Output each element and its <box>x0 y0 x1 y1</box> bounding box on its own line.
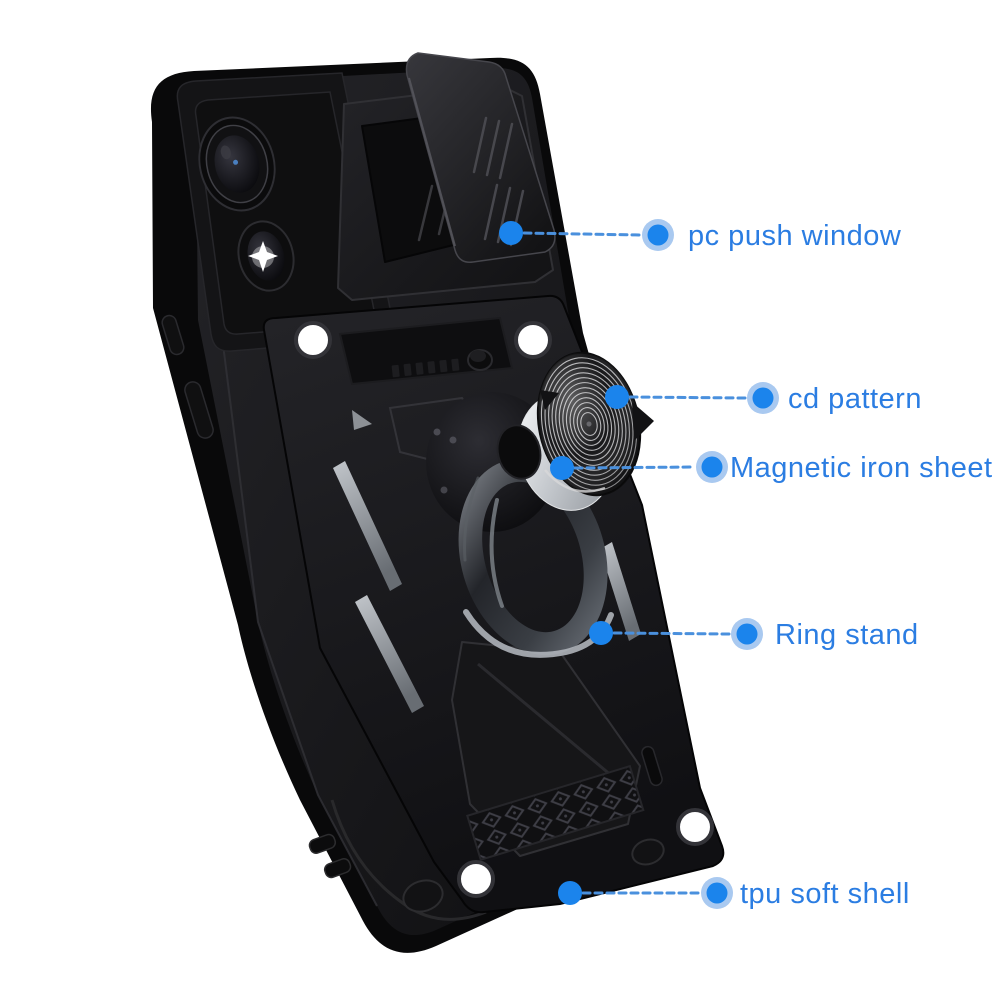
ring-left-highlight <box>489 498 504 608</box>
main-camera-lens <box>198 116 276 212</box>
callout-magnetic-iron-sheet: Magnetic iron sheet <box>550 451 993 484</box>
callout-ring-stand: Ring stand <box>589 618 919 651</box>
callout-label-ring-stand: Ring stand <box>775 619 919 651</box>
callout-label-magnetic-iron-sheet: Magnetic iron sheet <box>730 452 993 484</box>
callout-line <box>612 631 731 636</box>
anchor-dot-icon <box>558 881 582 905</box>
callout-line <box>628 395 747 400</box>
anchor-dot-icon <box>499 221 523 245</box>
label-dot-icon <box>706 882 728 904</box>
label-dot-icon <box>736 623 758 645</box>
callout-cd-pattern: cd pattern <box>605 382 922 415</box>
label-dot-icon <box>701 456 723 478</box>
callout-line <box>522 231 642 237</box>
disc-rim-light <box>544 469 606 493</box>
callout-tpu-soft-shell: tpu soft shell <box>558 877 910 910</box>
plate-corner-holes <box>294 321 714 898</box>
callout-label-pc-push-window: pc push window <box>688 220 902 252</box>
label-dot-icon <box>647 224 669 246</box>
flash-sparkle-icon <box>248 241 278 272</box>
diamond-texture <box>466 764 645 862</box>
side-button-volume <box>161 314 185 356</box>
label-dot-icon <box>752 387 774 409</box>
anchor-dot-icon <box>589 621 613 645</box>
slide-cover <box>405 52 556 263</box>
port-notches <box>308 833 352 879</box>
plate-top-recess <box>338 316 514 386</box>
armor-pad-bevel <box>477 662 613 778</box>
case-side-ridge <box>195 129 378 907</box>
tpu-corner-bumps <box>402 838 665 913</box>
callout-label-tpu-soft-shell: tpu soft shell <box>740 878 910 910</box>
plate-vent-teeth <box>391 358 460 378</box>
disc-notch-right <box>632 402 654 441</box>
callout-label-cd-pattern: cd pattern <box>788 383 922 415</box>
callouts: pc push window cd pattern Magnetic iron … <box>499 219 993 910</box>
callout-line <box>573 465 696 470</box>
silver-accents <box>333 410 641 713</box>
anchor-dot-icon <box>605 385 629 409</box>
anchor-dot-icon <box>550 456 574 480</box>
callout-pc-push-window: pc push window <box>499 219 902 252</box>
side-button-power <box>184 381 214 439</box>
slide-cover-rim-light <box>408 77 456 247</box>
disc-notch-left <box>540 390 559 410</box>
hinge-peg <box>467 349 493 371</box>
plate-slot <box>641 745 663 787</box>
ring-edge-sheen <box>463 476 480 562</box>
